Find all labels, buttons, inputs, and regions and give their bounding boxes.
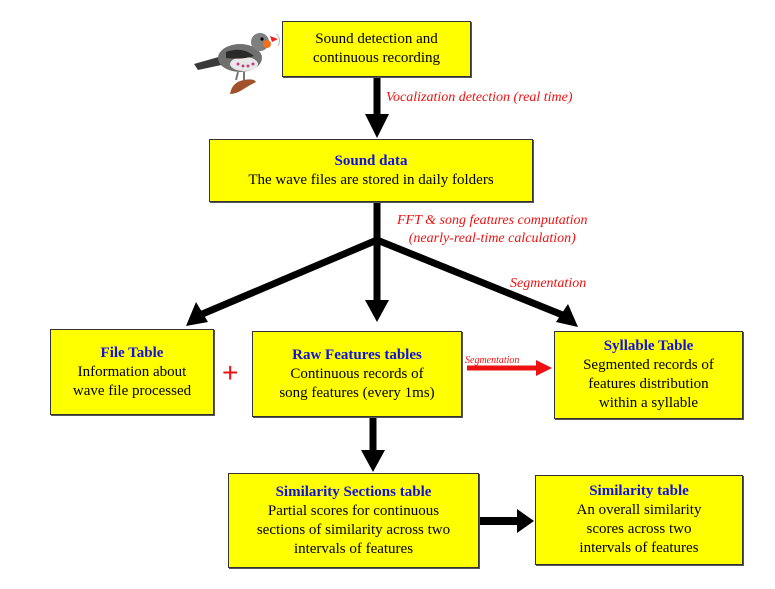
raw-features-node: Raw Features tables Continuous records o… (252, 331, 462, 417)
raw-features-node-title: Raw Features tables (292, 346, 422, 363)
edge-label-segmentation-inline: Segmentation (465, 355, 520, 366)
plus-sign: + (222, 357, 239, 388)
sound-data-node: Sound data The wave files are stored in … (209, 139, 533, 202)
syllable-table-node: Syllable Table Segmented records of feat… (554, 331, 743, 419)
arrow-to-raw-features (365, 240, 389, 322)
raw-features-node-body: Continuous records of song features (eve… (279, 365, 435, 401)
zebra-finch-icon (194, 33, 281, 94)
similarity-table-node-body: An overall similarity scores across two … (576, 502, 702, 556)
sound-data-node-body: The wave files are stored in daily folde… (248, 171, 494, 188)
edge-label-segmentation-upper: Segmentation (510, 276, 587, 291)
edge-label-vocalization: Vocalization detection (real time) (386, 90, 573, 105)
syllable-table-node-body: Segmented records of features distributi… (583, 357, 714, 411)
recording-node-body: Sound detection and continuous recording (312, 31, 441, 66)
recording-node: Sound detection and continuous recording (282, 21, 471, 77)
arrow-sections-to-similarity (480, 509, 534, 533)
arrow-to-syllable-table (375, 236, 578, 327)
arrow-recording-to-sound-data (365, 77, 389, 138)
file-table-node-body: Information about wave file processed (72, 363, 192, 399)
file-table-node-title: File Table (100, 344, 164, 361)
syllable-table-node-title: Syllable Table (603, 338, 694, 354)
similarity-table-node-title: Similarity table (589, 483, 689, 499)
sound-data-node-title: Sound data (334, 152, 408, 169)
similarity-sections-node-body: Partial scores for continuous sections o… (256, 502, 451, 557)
file-table-node: File Table Information about wave file p… (50, 329, 214, 415)
similarity-sections-node: Similarity Sections table Partial scores… (228, 473, 479, 568)
similarity-table-node: Similarity table An overall similarity s… (535, 475, 743, 565)
arrow-raw-to-sections (361, 417, 385, 472)
arrow-to-file-table (186, 236, 379, 326)
edge-label-fft: FFT & song features computation (nearly-… (397, 213, 588, 246)
arrow-raw-to-syllable (467, 360, 552, 376)
similarity-sections-node-title: Similarity Sections table (275, 483, 432, 500)
